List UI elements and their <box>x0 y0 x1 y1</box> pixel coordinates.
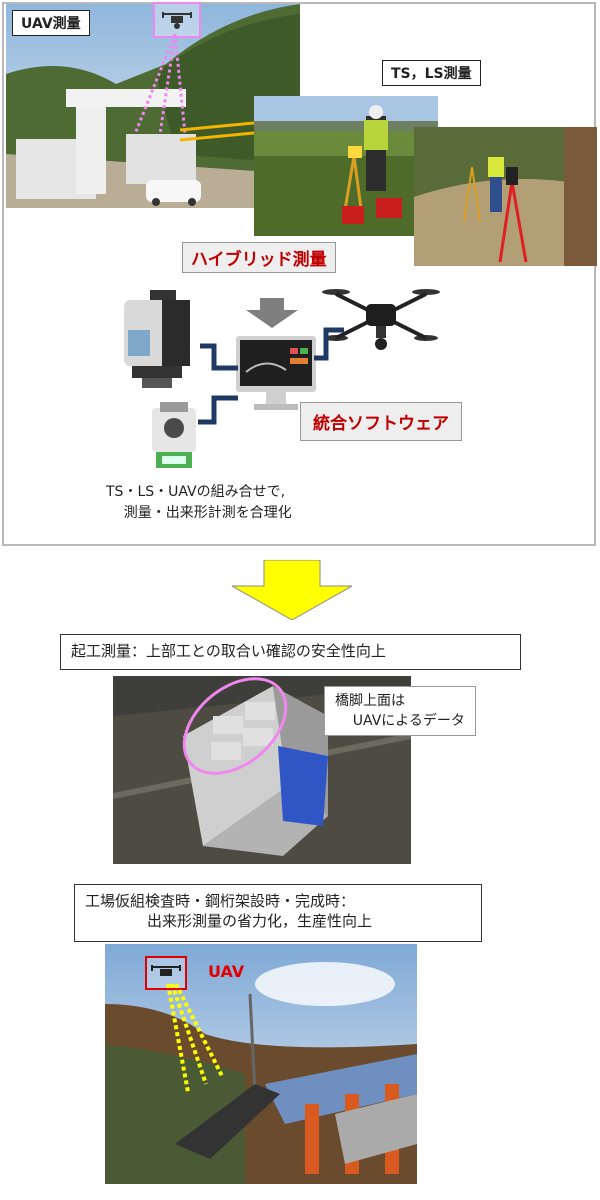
uav-scan-beams <box>133 34 187 134</box>
bridge-construction-photo <box>105 944 417 1184</box>
connector-drone <box>314 327 344 361</box>
ls-survey-photo <box>414 127 597 266</box>
software-monitor-icon <box>236 336 316 410</box>
uav-scan-beams-yellow <box>166 984 224 1093</box>
ts-survey-photo <box>254 96 438 236</box>
laser-scanner-icon <box>124 290 190 388</box>
pier-top-uav-callout: 橋脚上面は UAVによるデータ <box>324 686 476 736</box>
uav-red-label: UAV <box>208 962 245 981</box>
pier-top-highlight-ellipse <box>182 677 288 775</box>
total-station-icon <box>152 402 196 468</box>
connector-scanner <box>200 343 238 371</box>
hybrid-caption: TS・LS・UAVの組み合せで, 測量・出来形計測を合理化 <box>106 484 292 521</box>
connector-total-station <box>198 395 238 425</box>
gray-down-arrow-icon <box>246 298 298 328</box>
section2-heading: 工場仮組検査時・鋼桁架設時・完成時： 出来形測量の省力化，生産性向上 <box>74 884 482 942</box>
yellow-down-arrow-icon <box>232 560 352 620</box>
uav-survey-tag: UAV測量 <box>12 10 90 36</box>
section1-heading: 起工測量：上部工との取合い確認の安全性向上 <box>60 634 521 670</box>
integrated-software-label: 統合ソフトウェア <box>300 402 462 441</box>
drone-highlight-box <box>153 2 201 38</box>
uav-highlight-box <box>145 956 187 990</box>
ts-ls-survey-tag: TS，LS測量 <box>382 60 481 86</box>
drone-icon <box>322 289 440 350</box>
hybrid-survey-label: ハイブリッド測量 <box>182 242 336 273</box>
